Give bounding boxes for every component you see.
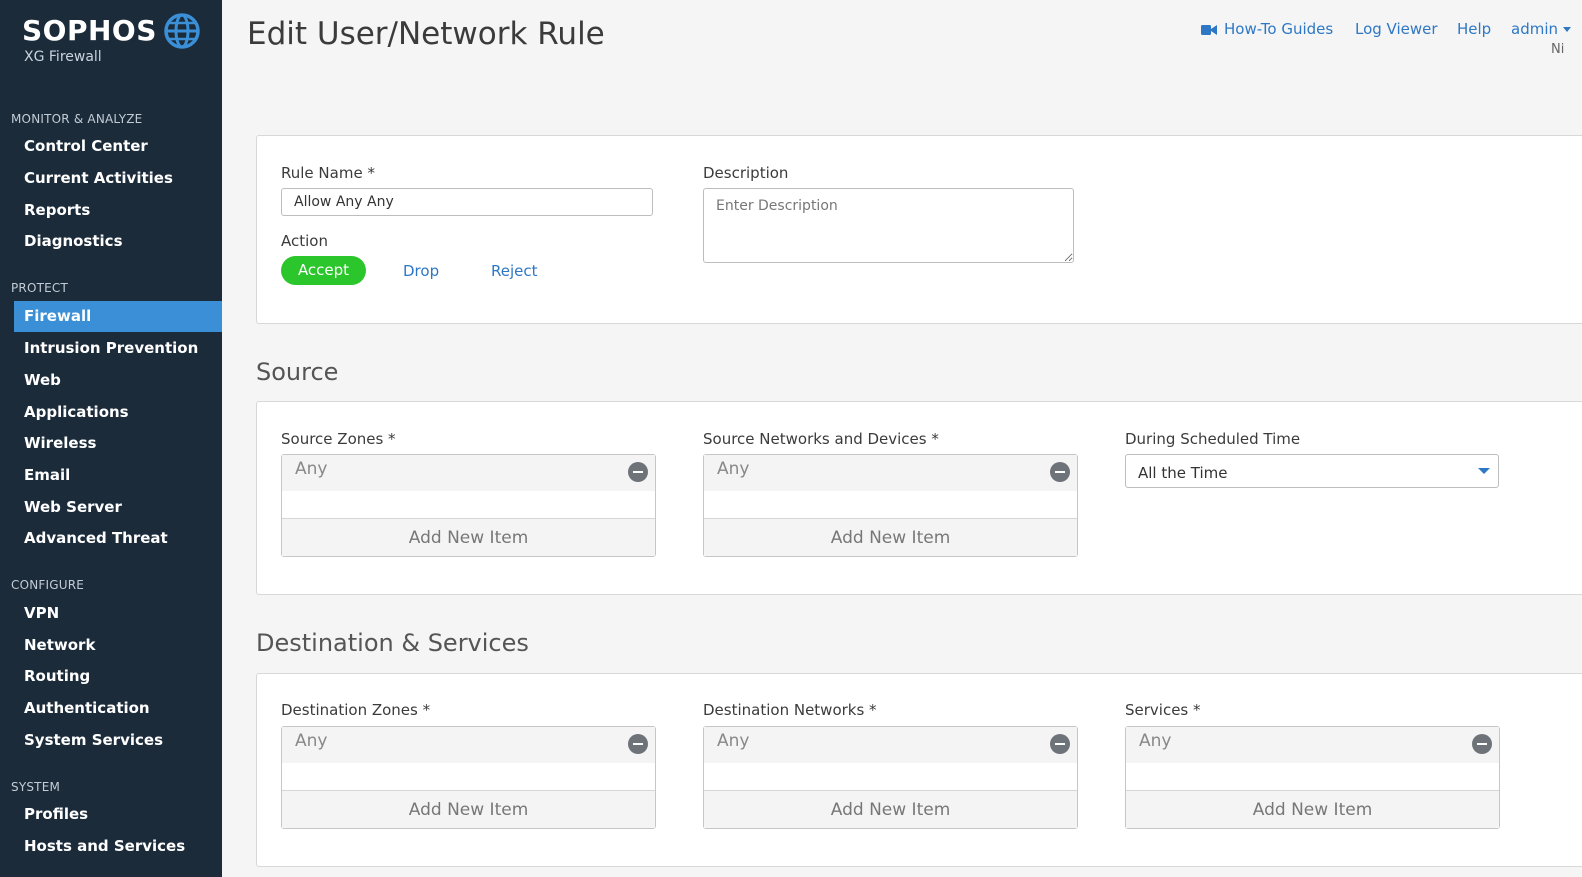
drop-button[interactable]: Drop — [403, 262, 440, 280]
sidebar-item-control-center[interactable]: Control Center — [24, 137, 148, 155]
sidebar-item-reports[interactable]: Reports — [24, 201, 91, 219]
schedule-label: During Scheduled Time — [1125, 430, 1301, 448]
video-camera-icon — [1201, 25, 1217, 35]
caret-down-icon — [1478, 468, 1490, 474]
destination-section-title: Destination & Services — [256, 629, 529, 657]
list-item: Any — [704, 727, 1077, 763]
sub-user-label: Ni — [1551, 42, 1565, 57]
how-to-guides-link[interactable]: How-To Guides — [1224, 20, 1334, 38]
source-section-title: Source — [256, 358, 339, 386]
remove-icon[interactable] — [1050, 734, 1070, 754]
reject-button[interactable]: Reject — [491, 262, 538, 280]
accept-button[interactable]: Accept — [281, 256, 366, 285]
remove-icon[interactable] — [1050, 462, 1070, 482]
sidebar-item-vpn[interactable]: VPN — [24, 604, 60, 622]
schedule-select[interactable]: All the Time — [1125, 454, 1499, 488]
action-label: Action — [281, 232, 328, 250]
add-new-item-button[interactable]: Add New Item — [282, 518, 655, 556]
source-networks-list: Any Add New Item — [703, 454, 1078, 557]
list-item-label: Any — [295, 731, 328, 751]
schedule-selected-value: All the Time — [1138, 464, 1228, 482]
list-item-label: Any — [717, 731, 750, 751]
nav-section-monitor: MONITOR & ANALYZE — [11, 112, 143, 126]
nav-section-configure: CONFIGURE — [11, 578, 85, 592]
services-list: Any Add New Item — [1125, 726, 1500, 829]
destination-zones-label: Destination Zones * — [281, 701, 431, 719]
log-viewer-link[interactable]: Log Viewer — [1355, 20, 1438, 38]
sidebar-item-web-server[interactable]: Web Server — [24, 498, 122, 516]
rule-name-label: Rule Name * — [281, 164, 375, 182]
sidebar-item-diagnostics[interactable]: Diagnostics — [24, 232, 123, 250]
list-item: Any — [704, 455, 1077, 491]
sidebar-item-web[interactable]: Web — [24, 371, 61, 389]
sidebar-item-authentication[interactable]: Authentication — [24, 699, 150, 717]
destination-networks-label: Destination Networks * — [703, 701, 877, 719]
sidebar-item-current-activities[interactable]: Current Activities — [24, 169, 173, 187]
destination-zones-list: Any Add New Item — [281, 726, 656, 829]
sidebar-item-email[interactable]: Email — [24, 466, 71, 484]
sidebar-item-system-services[interactable]: System Services — [24, 731, 163, 749]
chevron-down-icon[interactable] — [1563, 27, 1571, 32]
brand-name: SOPHOS — [22, 14, 157, 47]
sidebar-item-advanced-threat[interactable]: Advanced Threat — [24, 529, 168, 547]
remove-icon[interactable] — [628, 462, 648, 482]
source-zones-list: Any Add New Item — [281, 454, 656, 557]
description-label: Description — [703, 164, 789, 182]
remove-icon[interactable] — [628, 734, 648, 754]
sidebar: SOPHOS XG Firewall MONITOR & ANALYZE Con… — [0, 0, 222, 877]
add-new-item-button[interactable]: Add New Item — [704, 518, 1077, 556]
source-networks-label: Source Networks and Devices * — [703, 430, 939, 448]
source-zones-label: Source Zones * — [281, 430, 396, 448]
list-item: Any — [282, 727, 655, 763]
add-new-item-button[interactable]: Add New Item — [704, 790, 1077, 828]
admin-user-menu[interactable]: admin — [1511, 20, 1558, 38]
list-item-label: Any — [1139, 731, 1172, 751]
description-input[interactable] — [703, 188, 1074, 263]
add-new-item-button[interactable]: Add New Item — [282, 790, 655, 828]
add-new-item-button[interactable]: Add New Item — [1126, 790, 1499, 828]
sidebar-item-firewall[interactable]: Firewall — [14, 301, 222, 332]
sidebar-item-profiles[interactable]: Profiles — [24, 805, 89, 823]
sidebar-item-network[interactable]: Network — [24, 636, 96, 654]
page-title: Edit User/Network Rule — [247, 16, 605, 52]
list-item: Any — [1126, 727, 1499, 763]
sidebar-item-hosts-and-services[interactable]: Hosts and Services — [24, 837, 186, 855]
sidebar-item-applications[interactable]: Applications — [24, 403, 129, 421]
nav-section-protect: PROTECT — [11, 281, 69, 295]
sidebar-item-routing[interactable]: Routing — [24, 667, 91, 685]
rule-name-input[interactable] — [281, 188, 653, 216]
remove-icon[interactable] — [1472, 734, 1492, 754]
globe-icon — [164, 13, 200, 49]
product-name: XG Firewall — [24, 49, 102, 65]
sidebar-item-intrusion-prevention[interactable]: Intrusion Prevention — [24, 339, 199, 357]
destination-networks-list: Any Add New Item — [703, 726, 1078, 829]
list-item-label: Any — [295, 459, 328, 479]
sidebar-item-wireless[interactable]: Wireless — [24, 434, 97, 452]
help-link[interactable]: Help — [1457, 20, 1492, 38]
list-item: Any — [282, 455, 655, 491]
list-item-label: Any — [717, 459, 750, 479]
sophos-logo[interactable]: SOPHOS XG Firewall — [22, 12, 212, 72]
services-label: Services * — [1125, 701, 1201, 719]
nav-section-system: SYSTEM — [11, 780, 61, 794]
